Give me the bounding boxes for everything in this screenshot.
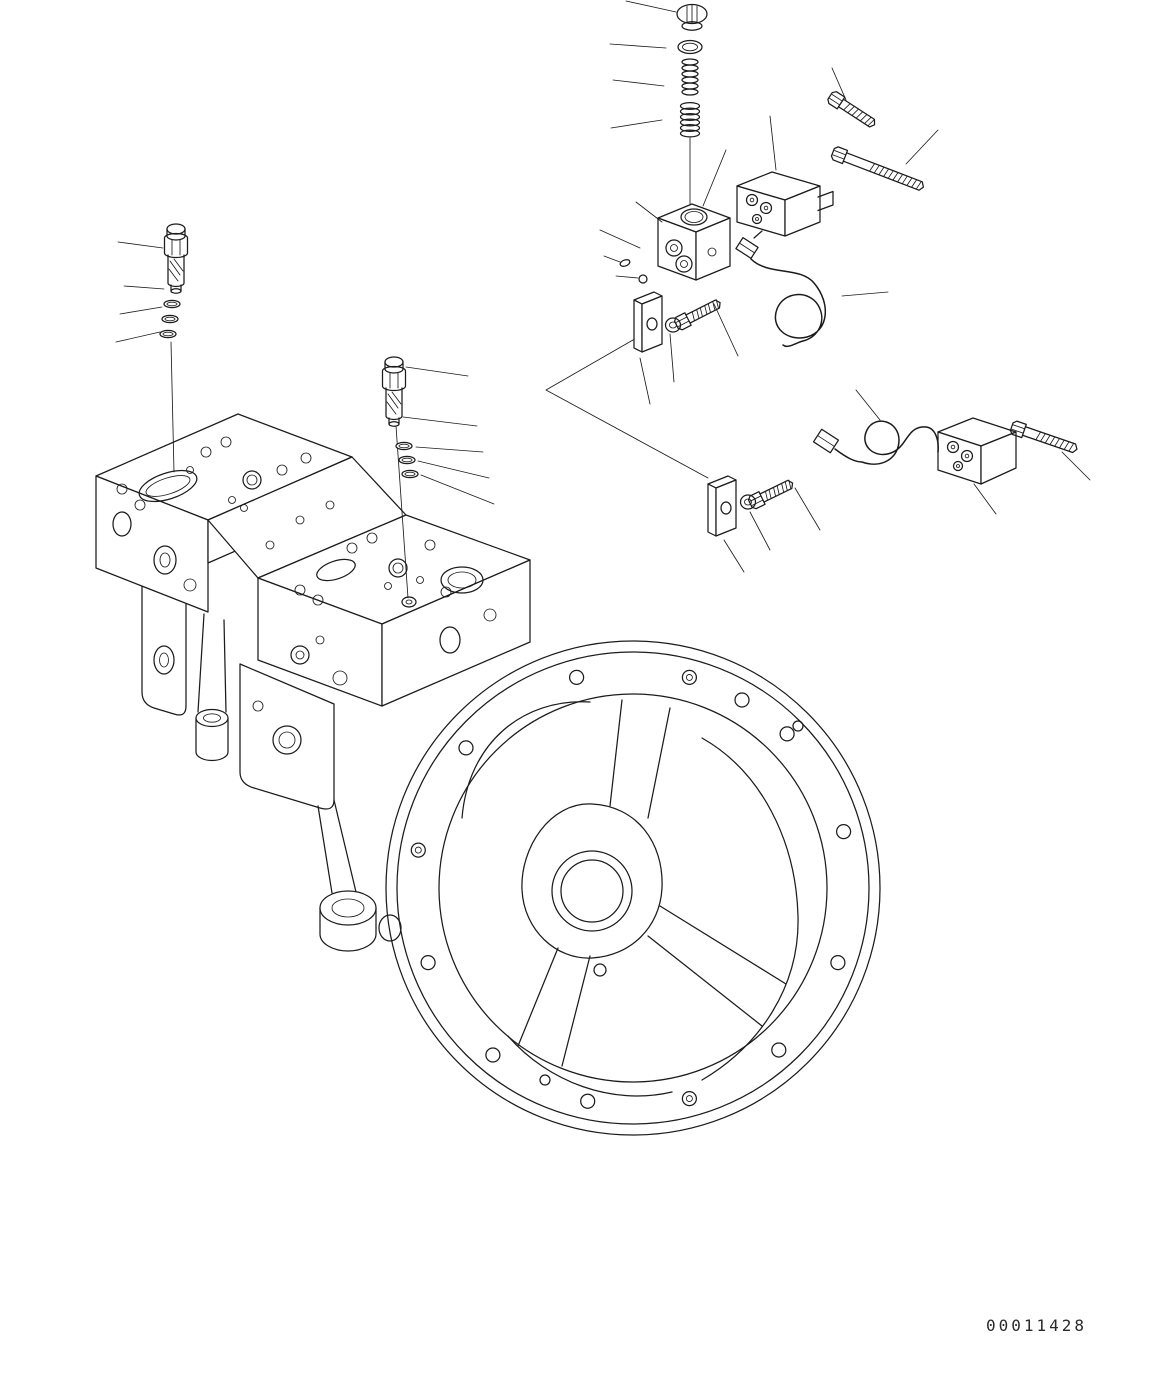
solenoid-valve-upper [736,171,834,237]
bracket-lower [707,475,737,537]
wiring-harness-upper [735,230,827,348]
o-ring [677,39,703,55]
o-ring-set-center [395,441,419,479]
elbow-fitting-left [163,223,189,294]
spring-main [679,101,701,208]
check-ball-parts [619,259,648,284]
bracket-upper [633,291,663,353]
leader-lines [170,335,709,599]
bolt-long [830,146,925,191]
wiring-harness-lower [812,420,939,465]
elbow-fitting-center [381,356,407,427]
pump-rear-block [95,413,407,613]
bolt-short [827,91,876,128]
hex-bolt-lower [1009,420,1078,454]
pilot-valve-block [657,203,731,281]
washer-upper [664,317,682,333]
washer-lower [739,494,757,510]
spring-small [681,58,699,96]
main-pump-body [95,413,531,952]
figure-number: 00011428 [986,1316,1088,1335]
solenoid-valve-lower [937,417,1017,485]
flange-housing [385,640,881,1136]
callout-lines [115,0,1091,573]
bracket-bolt-lower [747,479,794,510]
o-ring-set-left [159,299,181,339]
pump-front-block [257,514,531,707]
pump-lower-lobes [141,585,402,952]
plug [676,3,708,31]
bracket-bolt-upper [673,299,721,331]
